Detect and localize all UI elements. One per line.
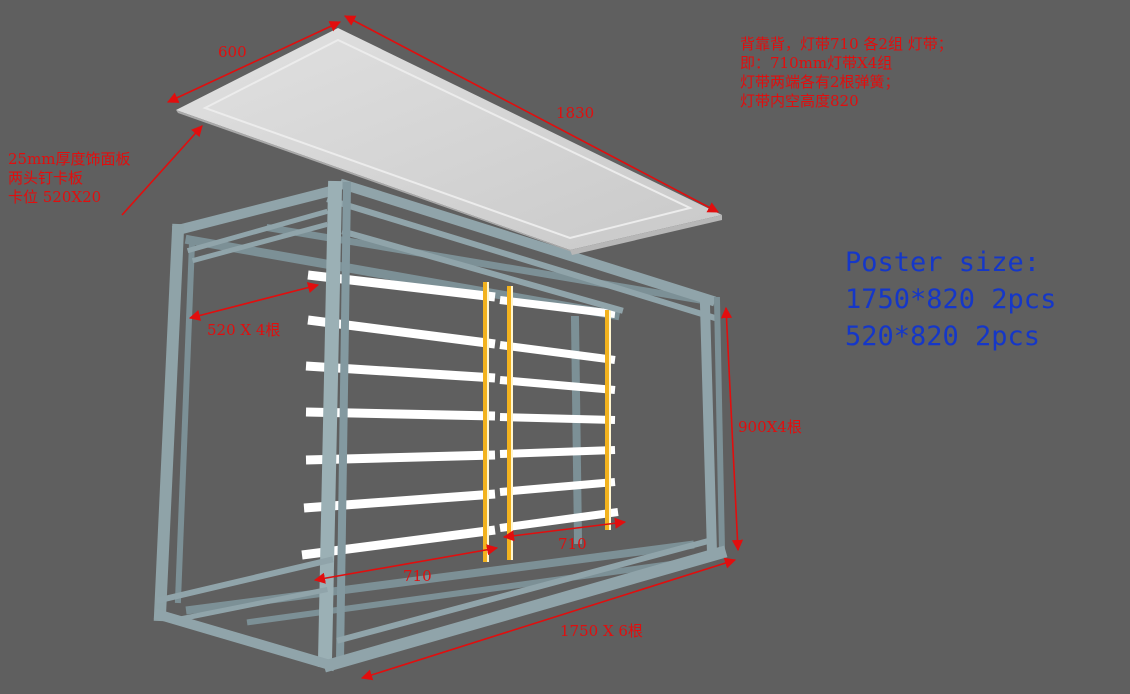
dimension-lines: [121, 15, 744, 681]
dim-board-width: 600: [218, 43, 247, 61]
dim-strip-left: 710: [403, 567, 432, 585]
dim-crossbar: 520 X 4根: [207, 321, 280, 339]
panel-note: 25mm厚度饰面板 两头钉卡板 卡位 520X20: [8, 150, 131, 207]
poster-line-1: 1750*820 2pcs: [845, 284, 1057, 315]
poster-title: Poster size:: [845, 247, 1041, 278]
poster-size-block: Poster size: 1750*820 2pcs 520*820 2pcs: [845, 244, 1056, 355]
poster-line-2: 520*820 2pcs: [845, 321, 1041, 352]
panel-note-line: 两头钉卡板: [8, 169, 84, 187]
dim-strip-right: 710: [558, 535, 587, 553]
panel-note-line: 卡位 520X20: [8, 188, 102, 206]
dimension-labels: 600 1830 520 X 4根 900X4根 710 710 1750 X …: [207, 43, 802, 640]
dim-board-length: 1830: [556, 104, 594, 122]
light-note-line: 背靠背，灯带710 各2组 灯带；: [740, 35, 953, 53]
light-note-line: 即：710mm灯带X4组: [740, 54, 893, 72]
light-strip-note: 背靠背，灯带710 各2组 灯带； 即：710mm灯带X4组 灯带两端各有2根弹…: [740, 35, 953, 111]
light-note-line: 灯带两端各有2根弹簧；: [740, 73, 900, 91]
light-note-line: 灯带内空高度820: [740, 92, 859, 110]
light-strips: [301, 270, 619, 560]
strip-supports: [483, 282, 611, 562]
panel-note-line: 25mm厚度饰面板: [8, 150, 131, 168]
dim-bottom-rails: 1750 X 6根: [560, 622, 643, 640]
dim-height-posts: 900X4根: [738, 418, 802, 436]
